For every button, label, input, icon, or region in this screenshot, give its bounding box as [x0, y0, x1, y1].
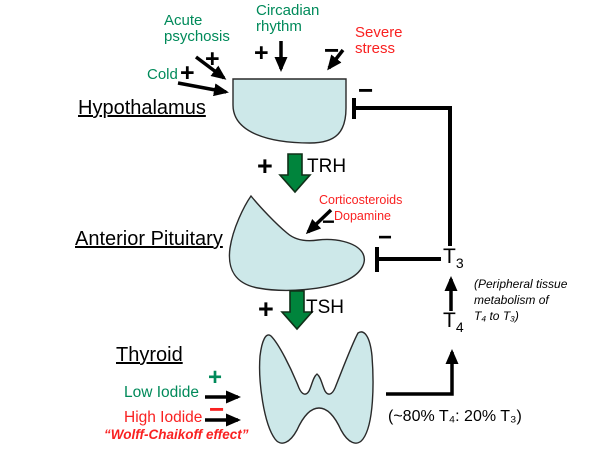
thyroid-label: Thyroid — [116, 344, 183, 366]
t4-label: T4 — [443, 310, 464, 335]
t4-subscript: 4 — [455, 319, 464, 336]
peripheral-note-line3: T₄ to T₃) — [474, 309, 519, 323]
acute-psychosis-label: Acute psychosis — [164, 13, 230, 44]
t3-label: T3 — [443, 246, 464, 271]
low-iodide-label: Low Iodide — [124, 384, 199, 401]
tsh-arrow — [280, 290, 314, 331]
hypothalamus-label: Hypothalamus — [78, 97, 206, 119]
anterior-pituitary-shape — [228, 194, 365, 292]
trh-label: TRH — [307, 156, 347, 177]
low-iodide-plus-sign: + — [208, 364, 223, 391]
acute-psychosis-plus-sign: + — [205, 45, 220, 73]
cold-plus-sign: + — [180, 59, 195, 87]
cold-label: Cold — [147, 66, 178, 83]
hypothalamus-feedback-minus-sign: − — [358, 75, 374, 105]
circadian-rhythm-label: Circadian rhythm — [256, 3, 319, 34]
anterior-pituitary-label: Anterior Pituitary — [75, 228, 223, 250]
severe-stress-line2: stress — [355, 39, 396, 57]
acute-psychosis-line1: Acute — [164, 12, 203, 29]
pituitary-feedback-minus-sign: − — [378, 224, 393, 251]
circadian-line2: rhythm — [256, 17, 302, 35]
dopamine-minus-sign: − — [322, 209, 335, 234]
corticosteroids-dopamine-arrow — [305, 208, 333, 235]
acute-psychosis-arrow — [194, 55, 227, 80]
wolff-chaikoff-note: “Wolff-Chaikoff effect” — [104, 427, 249, 442]
thyroid-shape — [258, 331, 374, 444]
severe-stress-minus-sign: − — [324, 35, 340, 65]
peripheral-metabolism-note: (Peripheral tissue metabolism of T₄ to T… — [474, 276, 567, 324]
t3-subscript: 3 — [455, 255, 464, 272]
severe-stress-label: Severe stress — [355, 25, 403, 56]
t4-t3-ratio-note: (~80% T₄: 20% T₃) — [388, 408, 522, 425]
high-iodide-minus-sign: − — [209, 394, 225, 424]
high-iodide-label: High Iodide — [124, 409, 203, 426]
trh-arrow — [278, 153, 312, 194]
severe-stress-arrow — [327, 48, 345, 71]
corticosteroids-label: Corticosteroids — [319, 193, 403, 207]
cold-arrow — [177, 81, 229, 97]
t4-base: T — [443, 309, 456, 332]
peripheral-note-line2: metabolism of — [474, 293, 549, 307]
circadian-plus-sign: + — [254, 39, 269, 67]
thyroid-to-t4-arrow — [386, 349, 459, 396]
acute-psychosis-line2: psychosis — [164, 27, 230, 45]
trh-plus-sign: + — [257, 151, 273, 181]
t3-base: T — [443, 245, 456, 268]
tsh-plus-sign: + — [258, 294, 274, 324]
severe-stress-line1: Severe — [355, 24, 403, 41]
tsh-label: TSH — [306, 297, 344, 318]
circadian-line1: Circadian — [256, 2, 320, 19]
dopamine-label: Dopamine — [334, 209, 391, 223]
peripheral-note-line1: (Peripheral tissue — [474, 277, 568, 291]
hypothalamus-shape — [232, 78, 347, 144]
